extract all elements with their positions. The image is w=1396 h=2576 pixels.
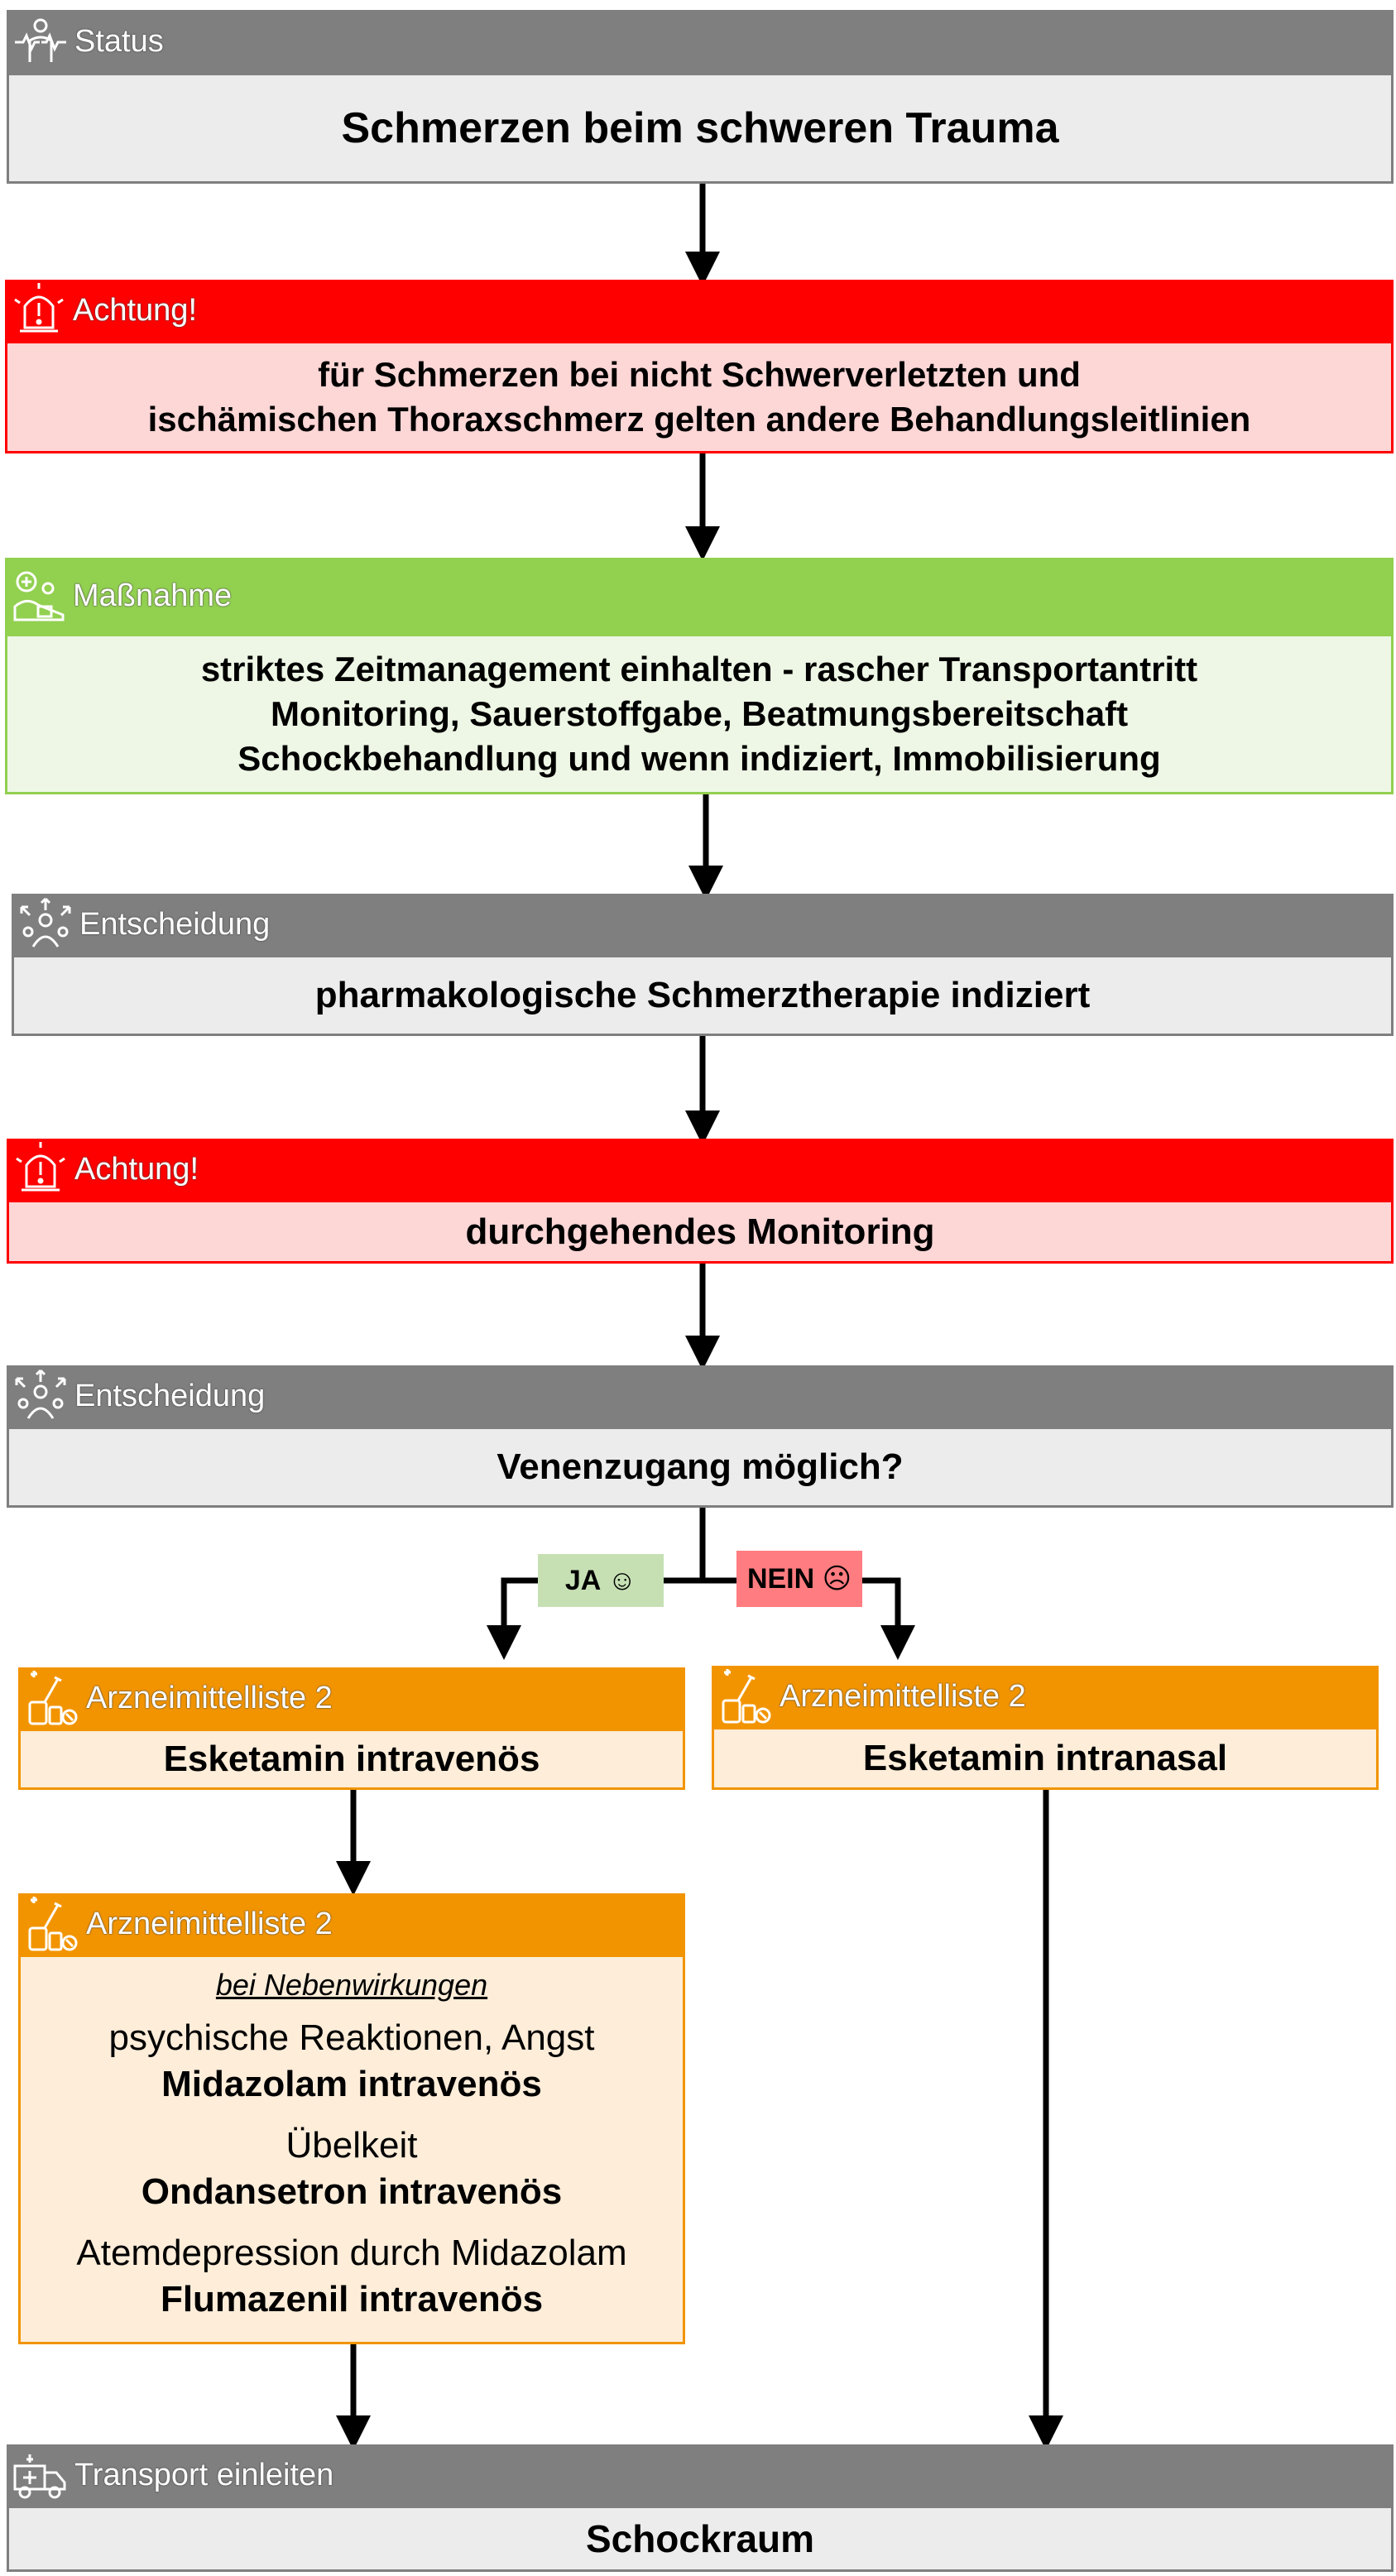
warning2-header-label: Achtung! (74, 1151, 199, 1187)
measure-header: Maßnahme (5, 558, 1394, 634)
decision-icon (20, 897, 71, 947)
side-effects-header-label: Arzneimittelliste 2 (86, 1906, 333, 1941)
side-effects-header: Arzneimittelliste 2 (18, 1893, 685, 1955)
decision1-header-label: Entscheidung (79, 906, 271, 942)
yes-branch-label: JA ☺ (538, 1554, 664, 1607)
status-header-label: Status (74, 23, 164, 59)
transport-header: Transport einleiten (7, 2444, 1394, 2506)
decision-icon (15, 1369, 66, 1419)
med-left-header-label: Arzneimittelliste 2 (86, 1680, 333, 1715)
measure-line3: Schockbehandlung und wenn indiziert, Imm… (237, 739, 1161, 778)
side-effect-condition-1: psychische Reaktionen, Angst (108, 2017, 595, 2058)
measure-line1: striktes Zeitmanagement einhalten - rasc… (200, 650, 1198, 688)
med-right-text: Esketamin intranasal (862, 1738, 1228, 1778)
side-effects-box: bei Nebenwirkungen psychische Reaktionen… (18, 1955, 685, 2344)
decision1-header: Entscheidung (12, 894, 1394, 955)
first-aid-icon (13, 571, 65, 621)
measure-header-label: Maßnahme (73, 578, 233, 613)
status-text: Schmerzen beim schweren Trauma (341, 104, 1059, 152)
side-effect-drug-1: Midazolam intravenös (161, 2064, 542, 2104)
ambulance-icon (13, 2454, 66, 2499)
med-left-header: Arzneimittelliste 2 (18, 1667, 685, 1729)
medication-icon (28, 1671, 78, 1725)
med-left-text: Esketamin intravenös (163, 1739, 540, 1779)
warning1-line1: für Schmerzen bei nicht Schwerverletzten… (318, 355, 1081, 394)
side-effect-condition-2: Übelkeit (285, 2125, 418, 2166)
med-right-header: Arzneimittelliste 2 (712, 1666, 1379, 1727)
measure-box: striktes Zeitmanagement einhalten - rasc… (5, 634, 1394, 794)
decision1-text: pharmakologische Schmerztherapie indizie… (314, 975, 1091, 1015)
decision2-text: Venenzugang möglich? (497, 1446, 904, 1487)
decision2-box: Venenzugang möglich? (7, 1427, 1394, 1508)
warning1-header-label: Achtung! (73, 292, 197, 328)
warning1-header: Achtung! (5, 280, 1394, 341)
decision2-header: Entscheidung (7, 1365, 1394, 1427)
side-effects-intro: bei Nebenwirkungen (215, 1968, 488, 2002)
warning1-box: für Schmerzen bei nicht Schwerverletzten… (5, 341, 1394, 453)
warning2-box: durchgehendes Monitoring (7, 1200, 1394, 1264)
warning2-header: Achtung! (7, 1139, 1394, 1200)
no-branch-label: NEIN ☹ (736, 1551, 862, 1607)
decision1-box: pharmakologische Schmerztherapie indizie… (12, 955, 1394, 1036)
medication-icon (722, 1669, 771, 1724)
status-header: Status (7, 10, 1394, 73)
alarm-light-icon (14, 283, 64, 333)
transport-header-label: Transport einleiten (74, 2457, 334, 2492)
med-right-header-label: Arzneimittelliste 2 (780, 1678, 1026, 1714)
person-pulse-icon (15, 18, 66, 62)
side-effect-condition-3: Atemdepression durch Midazolam (76, 2233, 627, 2273)
transport-text: Schockraum (585, 2517, 815, 2560)
transport-box: Schockraum (7, 2506, 1394, 2572)
warning2-text: durchgehendes Monitoring (465, 1211, 935, 1252)
side-effect-drug-3: Flumazenil intravenös (160, 2279, 544, 2319)
medication-icon (28, 1897, 78, 1951)
med-left-box: Esketamin intravenös (18, 1729, 685, 1790)
status-box: Schmerzen beim schweren Trauma (7, 73, 1394, 184)
side-effect-drug-2: Ondansetron intravenös (141, 2171, 563, 2212)
med-right-box: Esketamin intranasal (712, 1727, 1379, 1790)
alarm-light-icon (16, 1142, 65, 1192)
decision2-header-label: Entscheidung (74, 1378, 266, 1413)
measure-line2: Monitoring, Sauerstoffgabe, Beatmungsber… (270, 694, 1129, 733)
warning1-line2: ischämischen Thoraxschmerz gelten andere… (147, 400, 1251, 439)
